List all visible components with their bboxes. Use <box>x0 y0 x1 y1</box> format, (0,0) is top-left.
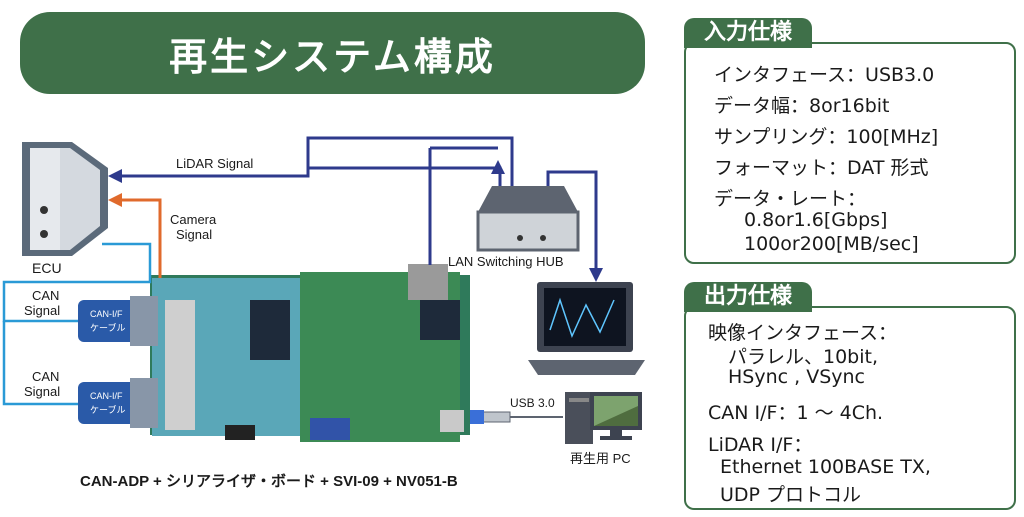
page-title: 再生システム構成 <box>169 34 496 79</box>
usb-connector <box>470 410 563 424</box>
cable-2-label-2: ケーブル <box>90 405 126 415</box>
camera-signal-label-2: Signal <box>176 227 213 242</box>
usb-label: USB 3.0 <box>510 396 555 410</box>
lan-hub <box>476 186 580 252</box>
input-spec-line: フォーマット：DAT 形式 <box>714 157 929 179</box>
title-banner: 再生システム構成 <box>20 12 645 94</box>
output-spec-line: UDP プロトコル <box>720 484 862 506</box>
camera-signal-line <box>120 198 162 278</box>
can-signal-2-label-1: CAN <box>32 369 60 384</box>
output-spec-heading: 出力仕様 <box>684 282 813 312</box>
input-spec-line: インタフェース：USB3.0 <box>714 64 935 86</box>
ecu-device <box>22 142 108 256</box>
camera-signal-label-1: Camera <box>170 212 217 227</box>
output-spec-line: Ethernet 100BASE TX, <box>720 456 931 478</box>
input-spec-heading: 入力仕様 <box>684 18 813 48</box>
input-spec-line: データ幅：8or16bit <box>714 95 890 117</box>
output-spec-line: パラレル、10bit, <box>728 346 879 368</box>
input-spec-line: 0.8or1.6[Gbps] <box>744 209 888 231</box>
input-spec-line: データ・レート： <box>714 188 867 210</box>
hub-label: LAN Switching HUB <box>448 254 564 269</box>
input-spec-line: サンプリング：100[MHz] <box>714 126 939 148</box>
ecu-label: ECU <box>32 260 62 276</box>
can-signal-1-label-2: Signal <box>24 303 61 318</box>
pc-label: 再生用 PC <box>570 451 631 466</box>
board-label: CAN-ADP + シリアライザ・ボード + SVI-09 + NV051-B <box>80 473 458 490</box>
output-spec-line: 映像インタフェース： <box>708 322 898 344</box>
cable-2-label-1: CAN-I/F <box>90 391 123 401</box>
lidar-signal-label: LiDAR Signal <box>176 156 254 171</box>
can-cables <box>78 296 158 428</box>
input-spec-box: インタフェース：USB3.0 データ幅：8or16bit サンプリング：100[… <box>684 42 1016 264</box>
board-stack <box>150 264 470 442</box>
monitor <box>528 282 645 375</box>
can-signal-lines <box>2 242 152 406</box>
playback-pc <box>565 392 642 444</box>
can-signal-2-label-2: Signal <box>24 384 61 399</box>
cable-1-label-1: CAN-I/F <box>90 309 123 319</box>
output-spec-box: 映像インタフェース： パラレル、10bit, HSync , VSync CAN… <box>684 306 1016 510</box>
output-spec-line: HSync , VSync <box>728 366 865 388</box>
cable-1-label-2: ケーブル <box>90 323 126 333</box>
output-spec-line: CAN I/F：1 ～ 4Ch. <box>708 402 884 424</box>
input-spec-line: 100or200[MB/sec] <box>744 233 919 255</box>
output-spec-line: LiDAR I/F： <box>708 434 813 456</box>
can-signal-1-label-1: CAN <box>32 288 60 303</box>
